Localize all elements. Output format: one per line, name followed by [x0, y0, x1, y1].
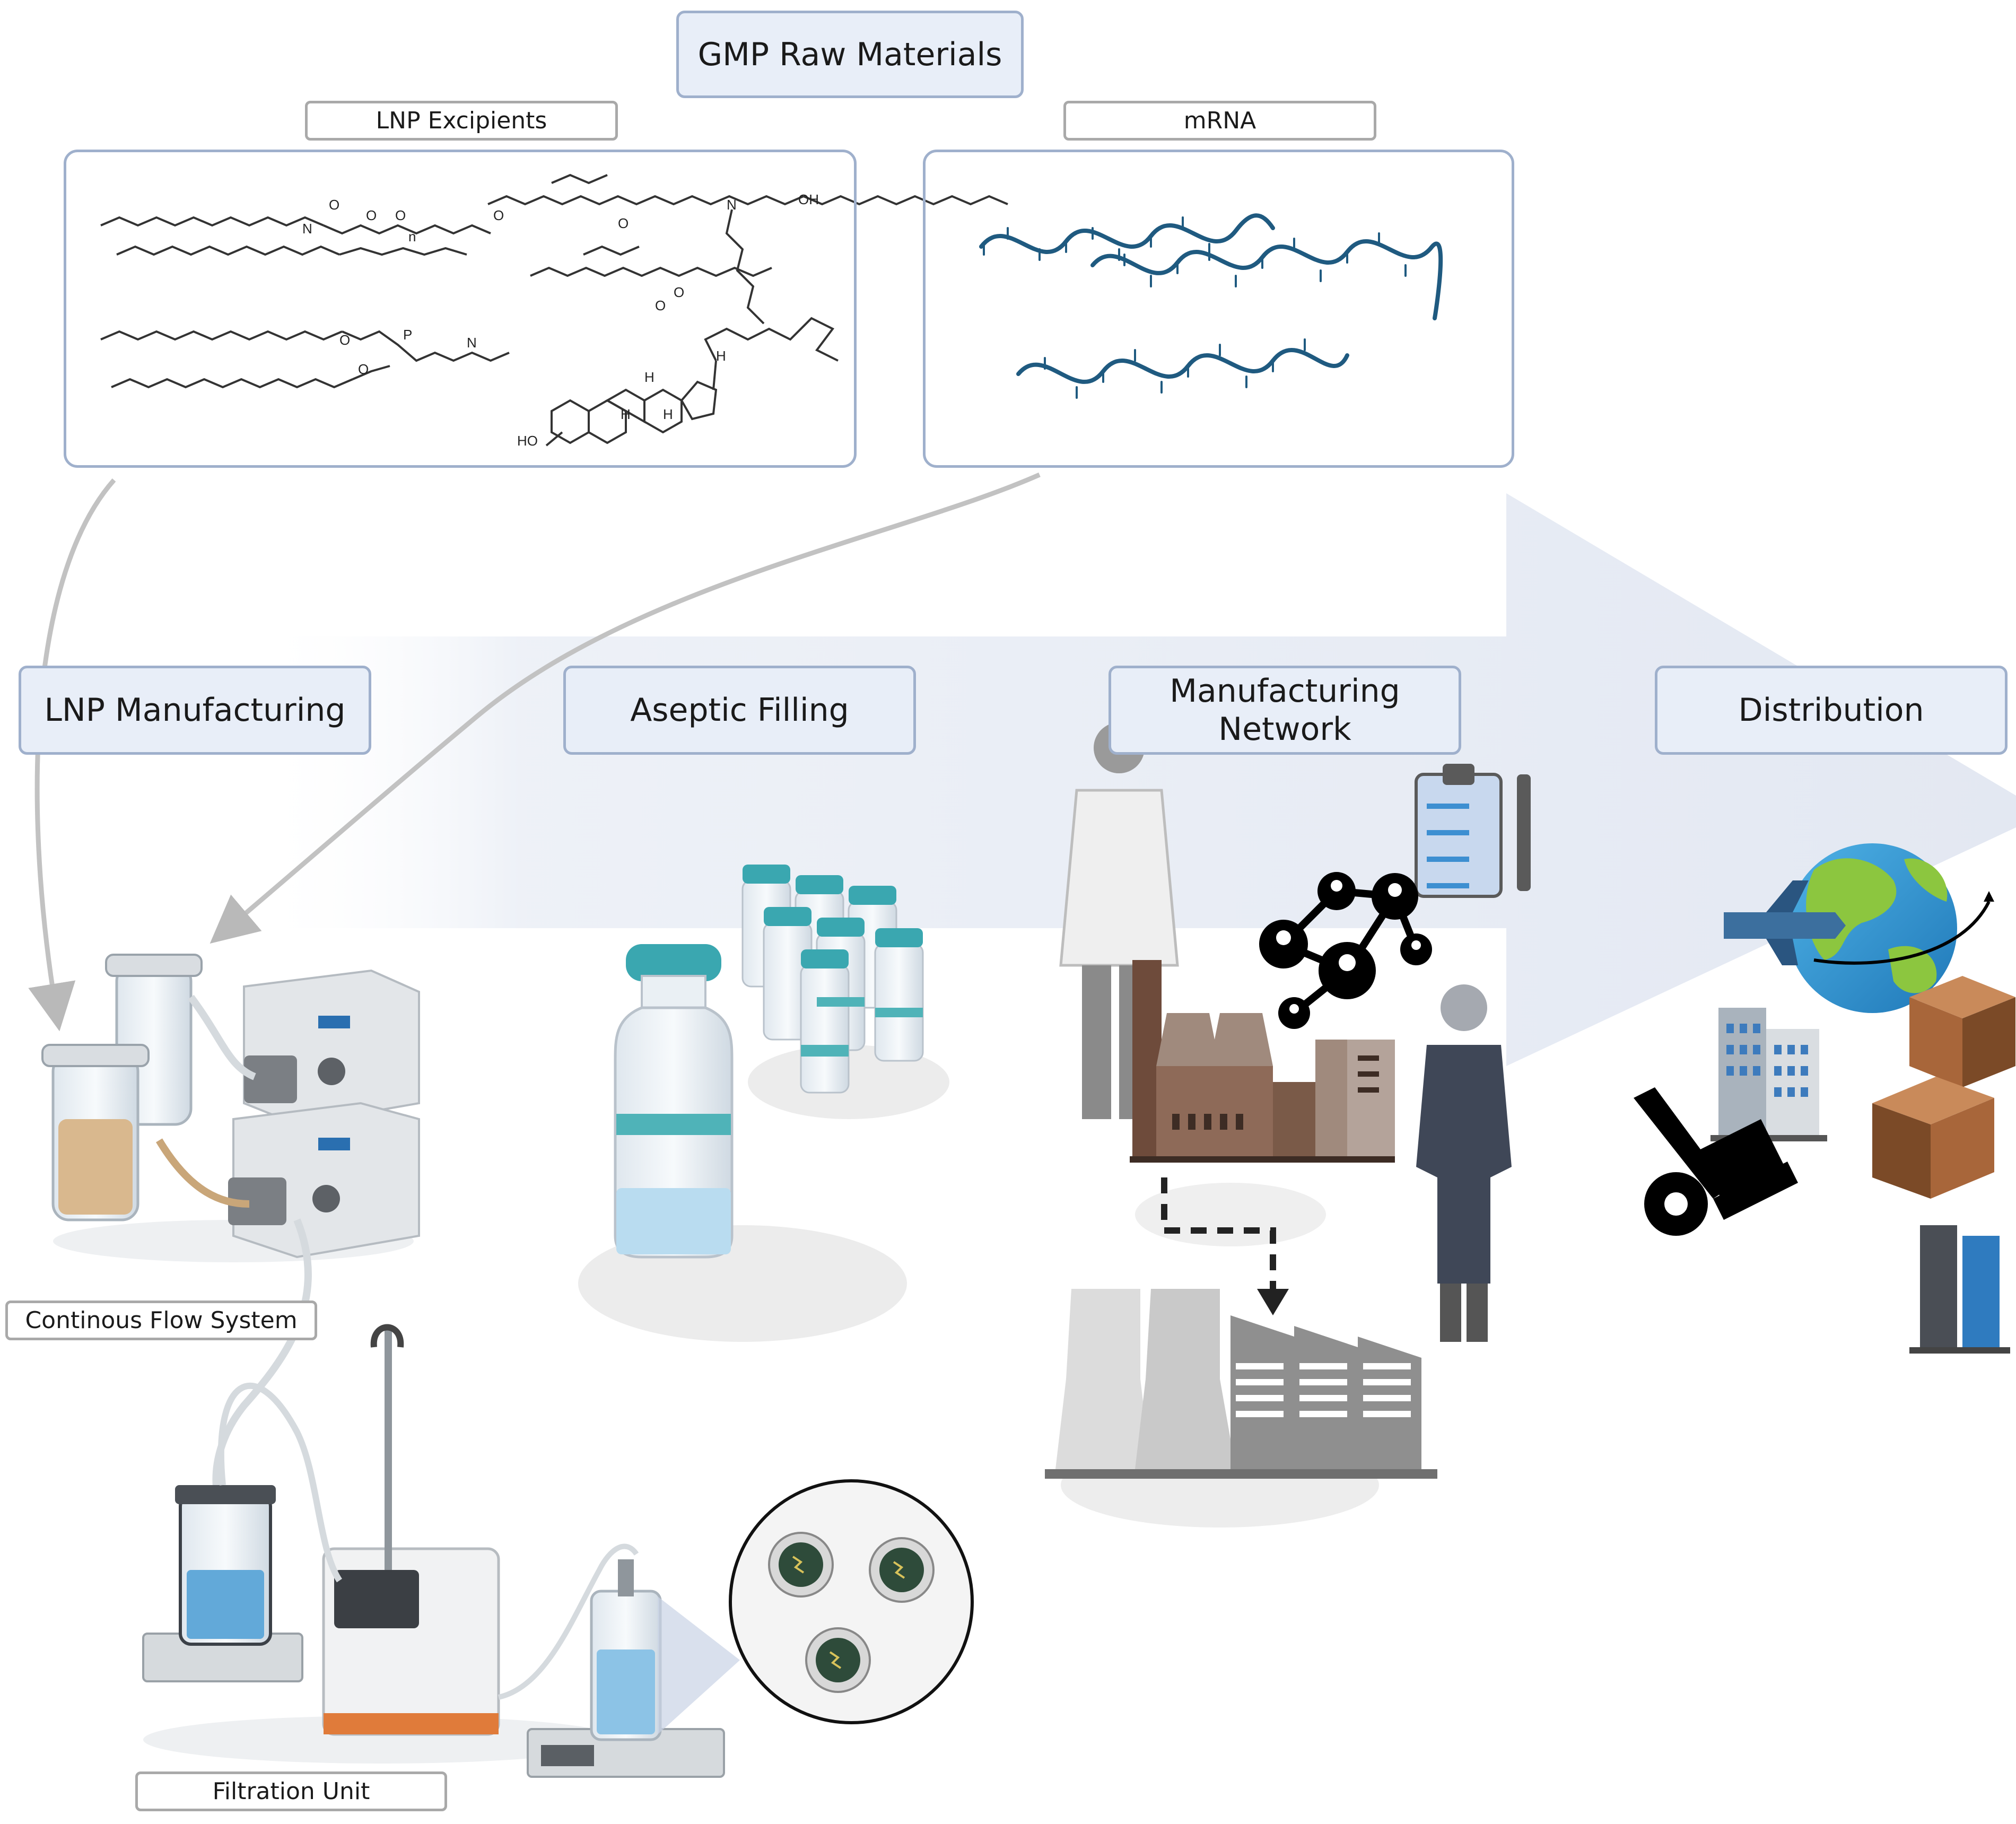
mrna-label: mRNA [1063, 101, 1376, 141]
continuous-flow-system [41, 954, 420, 1497]
svg-text:O: O [366, 207, 377, 223]
svg-text:O: O [493, 207, 504, 223]
svg-text:O: O [674, 284, 684, 300]
svg-text:N: N [302, 221, 312, 237]
svg-text:HO: HO [517, 433, 538, 449]
filtration-unit [142, 1324, 725, 1778]
svg-text:H: H [716, 348, 726, 364]
stage-aseptic-filling: Aseptic Filling [563, 666, 916, 755]
lnp-particle-zoom [658, 1479, 974, 1734]
svg-text:N: N [467, 335, 477, 351]
svg-text:O: O [618, 215, 629, 231]
stage-manufacturing-network: Manufacturing Network [1109, 666, 1461, 755]
svg-text:O: O [358, 361, 369, 377]
svg-text:P: P [403, 327, 412, 343]
manufacturing-network [1045, 722, 1531, 1528]
svg-text:O: O [329, 197, 339, 213]
stage-distribution: Distribution [1655, 666, 2008, 755]
svg-text:O: O [395, 207, 406, 223]
lnp-excipient-atoms: N O O O n O O N OH O O O P N O H H H H H… [302, 191, 819, 449]
svg-text:n: n [408, 229, 416, 245]
mrna-strands [979, 213, 1443, 399]
svg-text:O: O [655, 298, 666, 313]
gmp-raw-materials-title: GMP Raw Materials [676, 11, 1024, 98]
filtration-unit-label: Filtration Unit [135, 1771, 447, 1811]
svg-text:H: H [663, 406, 673, 422]
lnp-excipients-panel [64, 150, 857, 468]
svg-text:H: H [621, 406, 631, 422]
stage-lnp-manufacturing: LNP Manufacturing [19, 666, 371, 755]
process-flow-arrow [255, 493, 2016, 1066]
distribution-illustration [1634, 843, 2015, 1354]
svg-text:OH: OH [798, 191, 819, 207]
mrna-panel [923, 150, 1514, 468]
svg-text:O: O [339, 332, 350, 348]
continuous-flow-system-label: Continous Flow System [5, 1301, 317, 1340]
lnp-excipient-structures [100, 173, 1008, 447]
vials [578, 865, 949, 1342]
svg-text:N: N [727, 197, 737, 213]
svg-text:H: H [644, 369, 654, 385]
lnp-excipients-label: LNP Excipients [305, 101, 618, 141]
